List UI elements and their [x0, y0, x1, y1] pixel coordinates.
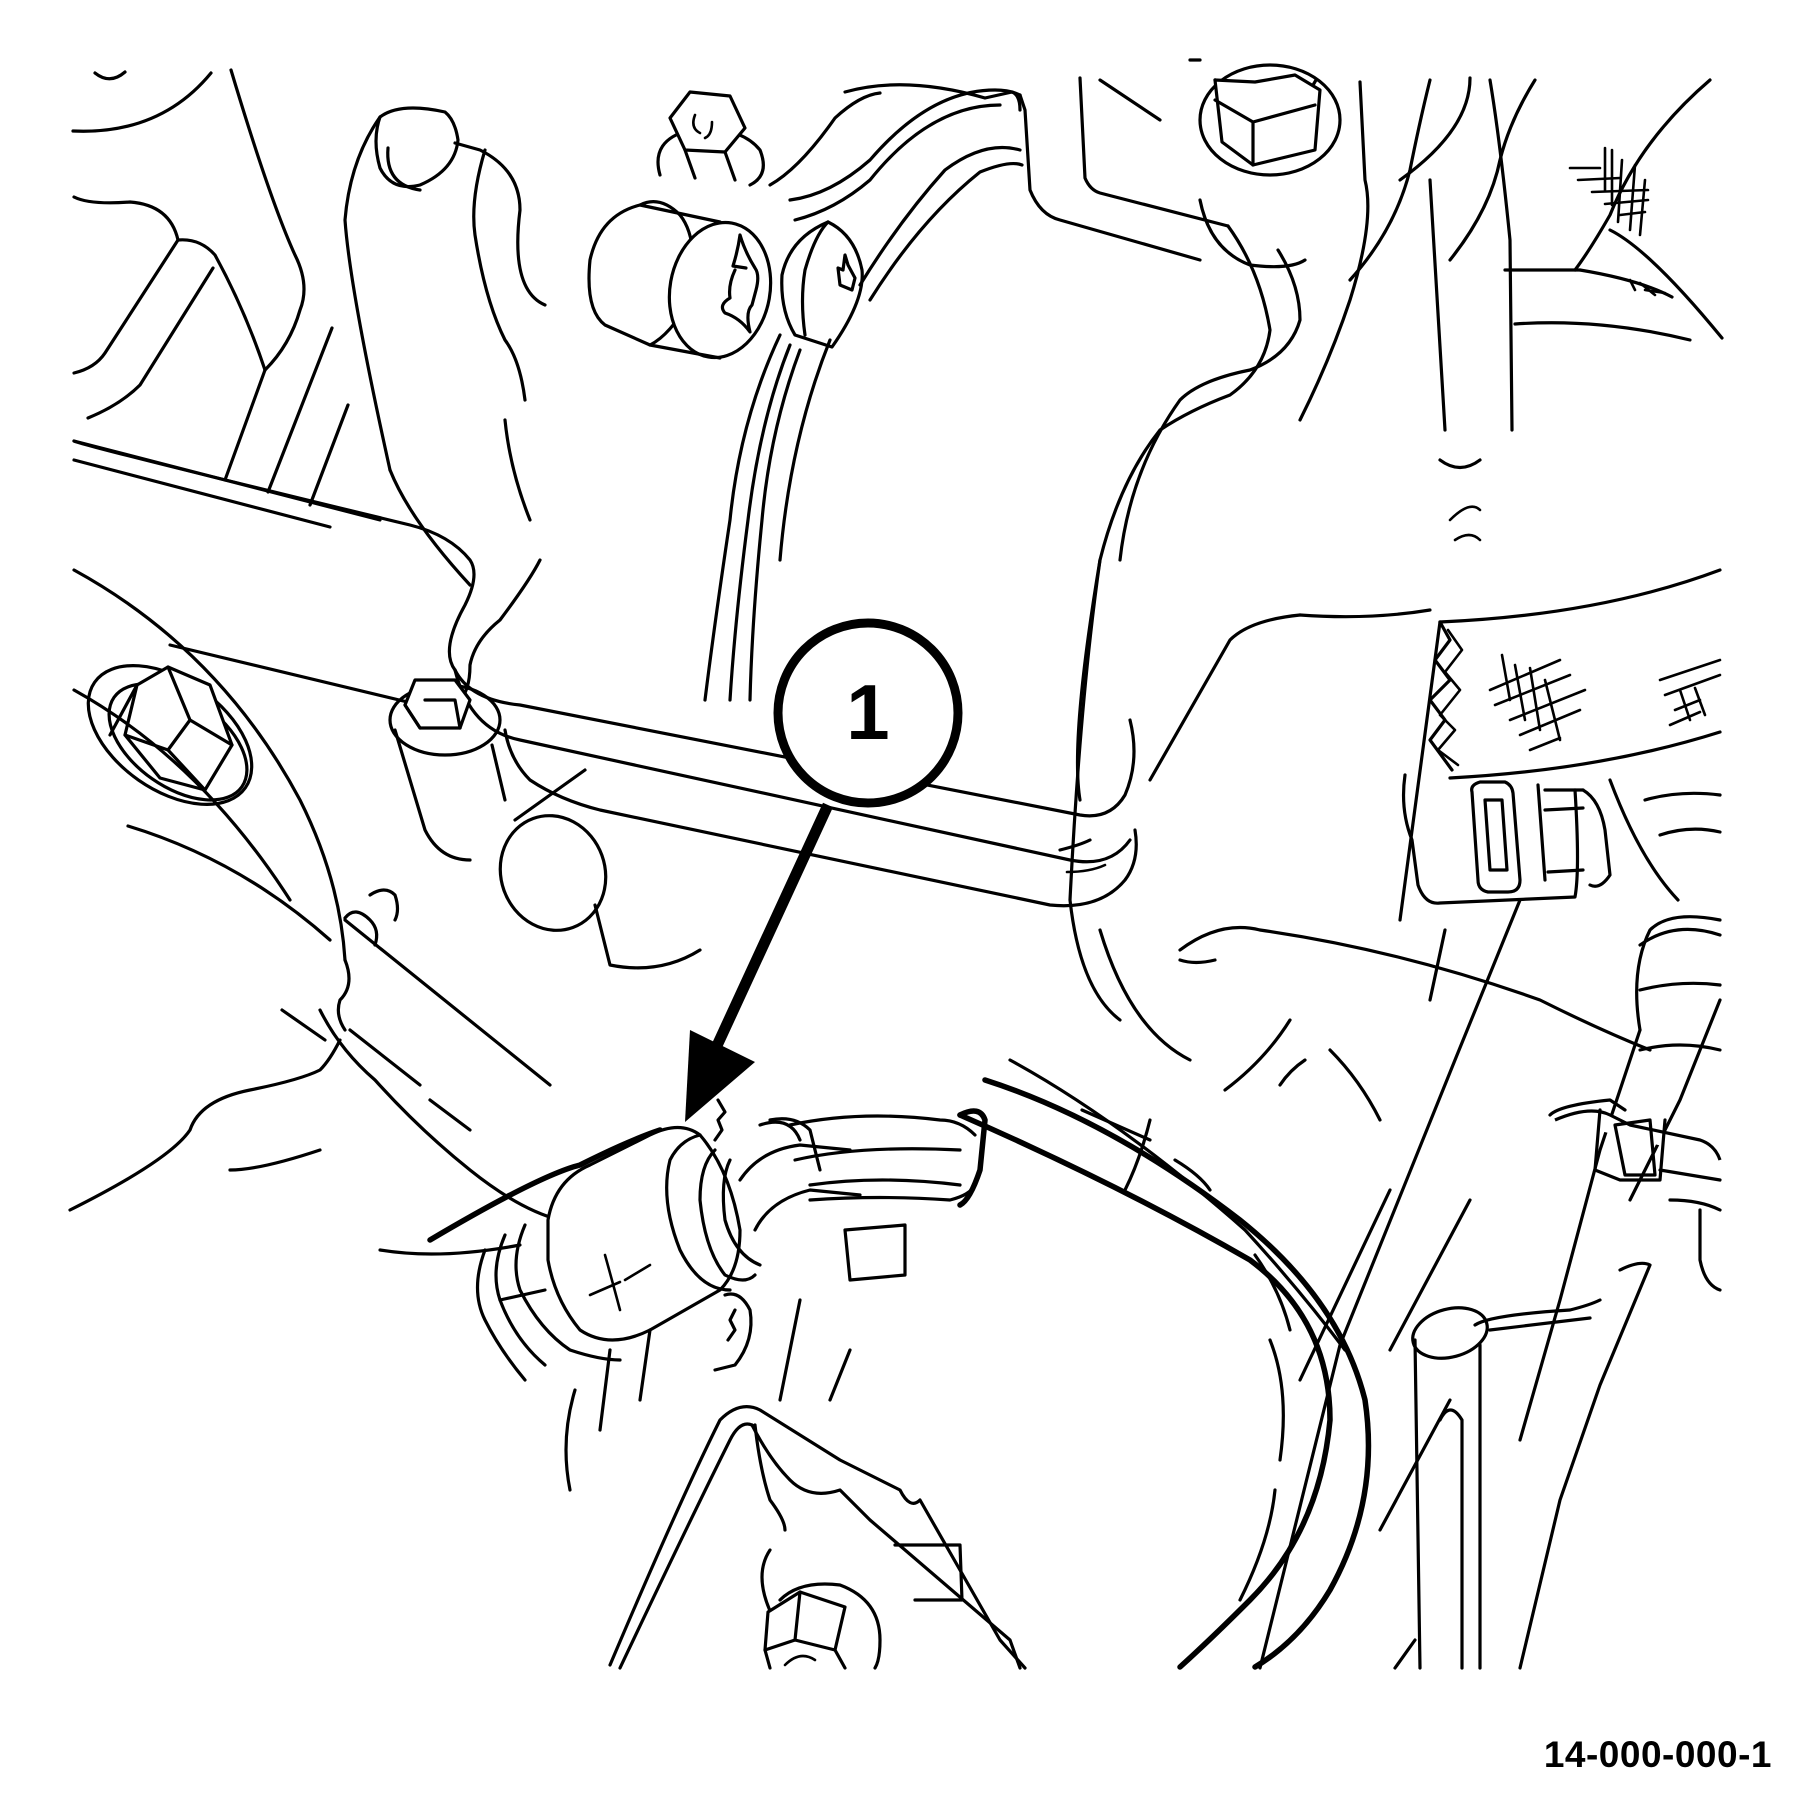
hex-bolt-center — [388, 678, 507, 862]
background-left-lines — [71, 68, 350, 507]
cover-plate — [608, 1298, 1027, 1670]
casting-arm — [343, 106, 547, 587]
stitch-mark-top-right — [1568, 146, 1650, 237]
mounting-bracket — [72, 439, 1138, 908]
hex-bolt-top — [656, 90, 765, 187]
hose-band — [1148, 568, 1722, 922]
torx-bolt-small — [780, 220, 864, 349]
hose-right-lower — [1378, 915, 1722, 1532]
wrapped-hose — [1298, 76, 1724, 542]
electrical-connector — [427, 1098, 988, 1492]
hose-clamp-upper — [1401, 773, 1722, 905]
figure-id-label: 14-000-000-1 — [1543, 1734, 1772, 1775]
round-plug — [498, 768, 702, 970]
lower-housing — [1068, 558, 1652, 1670]
lower-right-tube — [1393, 1261, 1652, 1670]
hex-bolt-top-right — [1198, 63, 1342, 269]
background-left-sweep — [68, 568, 562, 1256]
main-housing — [703, 58, 1302, 802]
hex-bolt-left — [86, 664, 254, 806]
torx-bolt-large — [587, 200, 773, 360]
hex-bolt-bottom — [763, 1582, 882, 1670]
wiring-harness — [957, 1058, 1372, 1670]
callout-number-1: 1 — [846, 668, 890, 756]
stitch-marks-band — [1488, 653, 1722, 752]
callout-1 — [685, 618, 963, 1122]
